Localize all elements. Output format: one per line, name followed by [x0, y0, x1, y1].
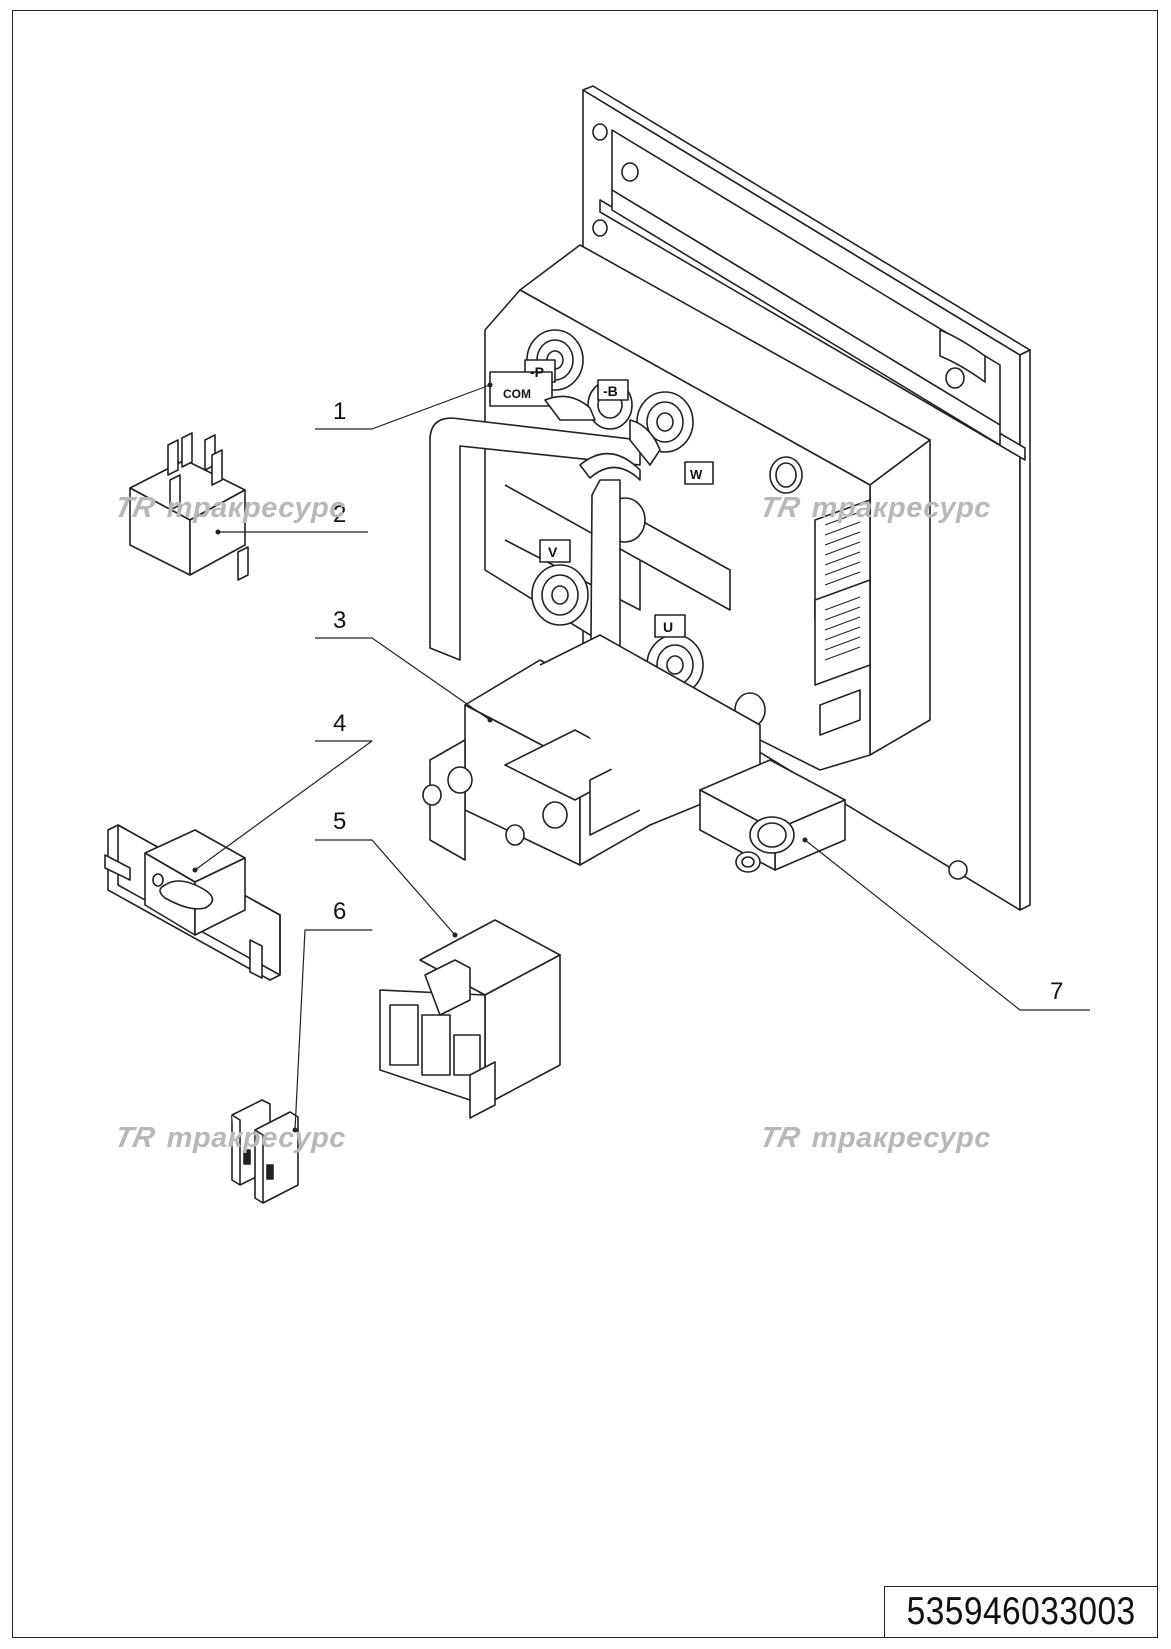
terminal-label-w: W: [690, 467, 703, 482]
power-terminals: [489, 329, 714, 696]
watermark-logo: TR: [111, 1122, 159, 1154]
leader-lines: [194, 384, 1090, 1131]
terminal-labels: -P -B W V U COM: [503, 364, 703, 635]
blade-fuse-item-6: [231, 1099, 299, 1204]
watermark-text: тракресурс: [811, 492, 991, 524]
leader-dots: [192, 382, 808, 1133]
relay-socket-item-5: [379, 919, 561, 1119]
terminal-v: [531, 564, 589, 626]
callout-6: 6: [333, 898, 347, 925]
relay-item-2: [129, 432, 249, 581]
callout-4: 4: [333, 710, 347, 737]
document-number: 535946033003: [906, 1590, 1136, 1633]
heatsink: [599, 129, 1026, 461]
terminal-label-v: V: [548, 544, 558, 560]
watermark-text: тракресурс: [166, 1122, 346, 1154]
shunt-item-7: [699, 759, 846, 873]
terminal-label-p: -P: [530, 364, 544, 380]
watermark-text: тракресурс: [166, 492, 346, 524]
terminal-label-b: -B: [603, 383, 618, 399]
terminal-label-u: U: [663, 619, 673, 635]
callout-2: 2: [333, 501, 347, 528]
watermark-logo: TR: [111, 492, 159, 524]
watermark-logo: TR: [756, 492, 804, 524]
callout-7: 7: [1050, 978, 1064, 1005]
contactor-item-3: [422, 634, 761, 866]
callout-5: 5: [333, 808, 347, 835]
drawing-frame: [12, 10, 1158, 1638]
callout-3: 3: [333, 607, 347, 634]
watermark-text: тракресурс: [811, 1122, 991, 1154]
terminal-label-com: COM: [503, 387, 531, 401]
document-number-box: 535946033003: [884, 1586, 1158, 1638]
callout-1: 1: [333, 398, 347, 425]
strip-fuse-item-4: [104, 824, 281, 981]
watermark-logo: TR: [756, 1122, 804, 1154]
